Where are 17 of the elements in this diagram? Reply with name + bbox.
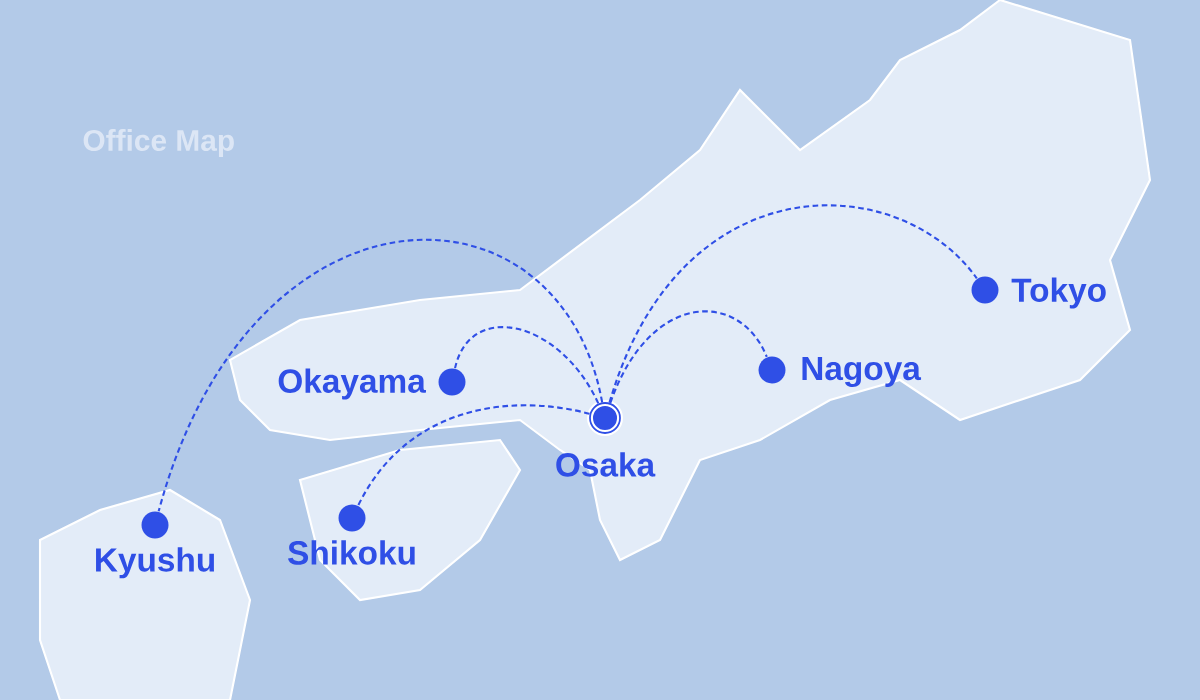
city-label: Kyushu: [96, 547, 214, 579]
dashed-route: [609, 310, 768, 404]
location-dot: [141, 511, 169, 539]
location-dot: [338, 504, 366, 532]
dashed-route: [608, 204, 978, 403]
dashed-route: [157, 239, 604, 512]
city-label: Osaka: [556, 452, 656, 477]
location-dot: [587, 400, 623, 436]
location-dot: [438, 368, 466, 396]
city-label: Okayama: [278, 368, 426, 400]
city-label: Shikoku: [288, 540, 415, 565]
city-label: Tokyo: [1011, 277, 1106, 309]
location-dot: [758, 356, 786, 384]
dashed-route: [357, 404, 590, 506]
city-label: Nagoya: [802, 356, 922, 387]
dashed-route: [454, 326, 600, 404]
location-dot: [971, 276, 999, 304]
